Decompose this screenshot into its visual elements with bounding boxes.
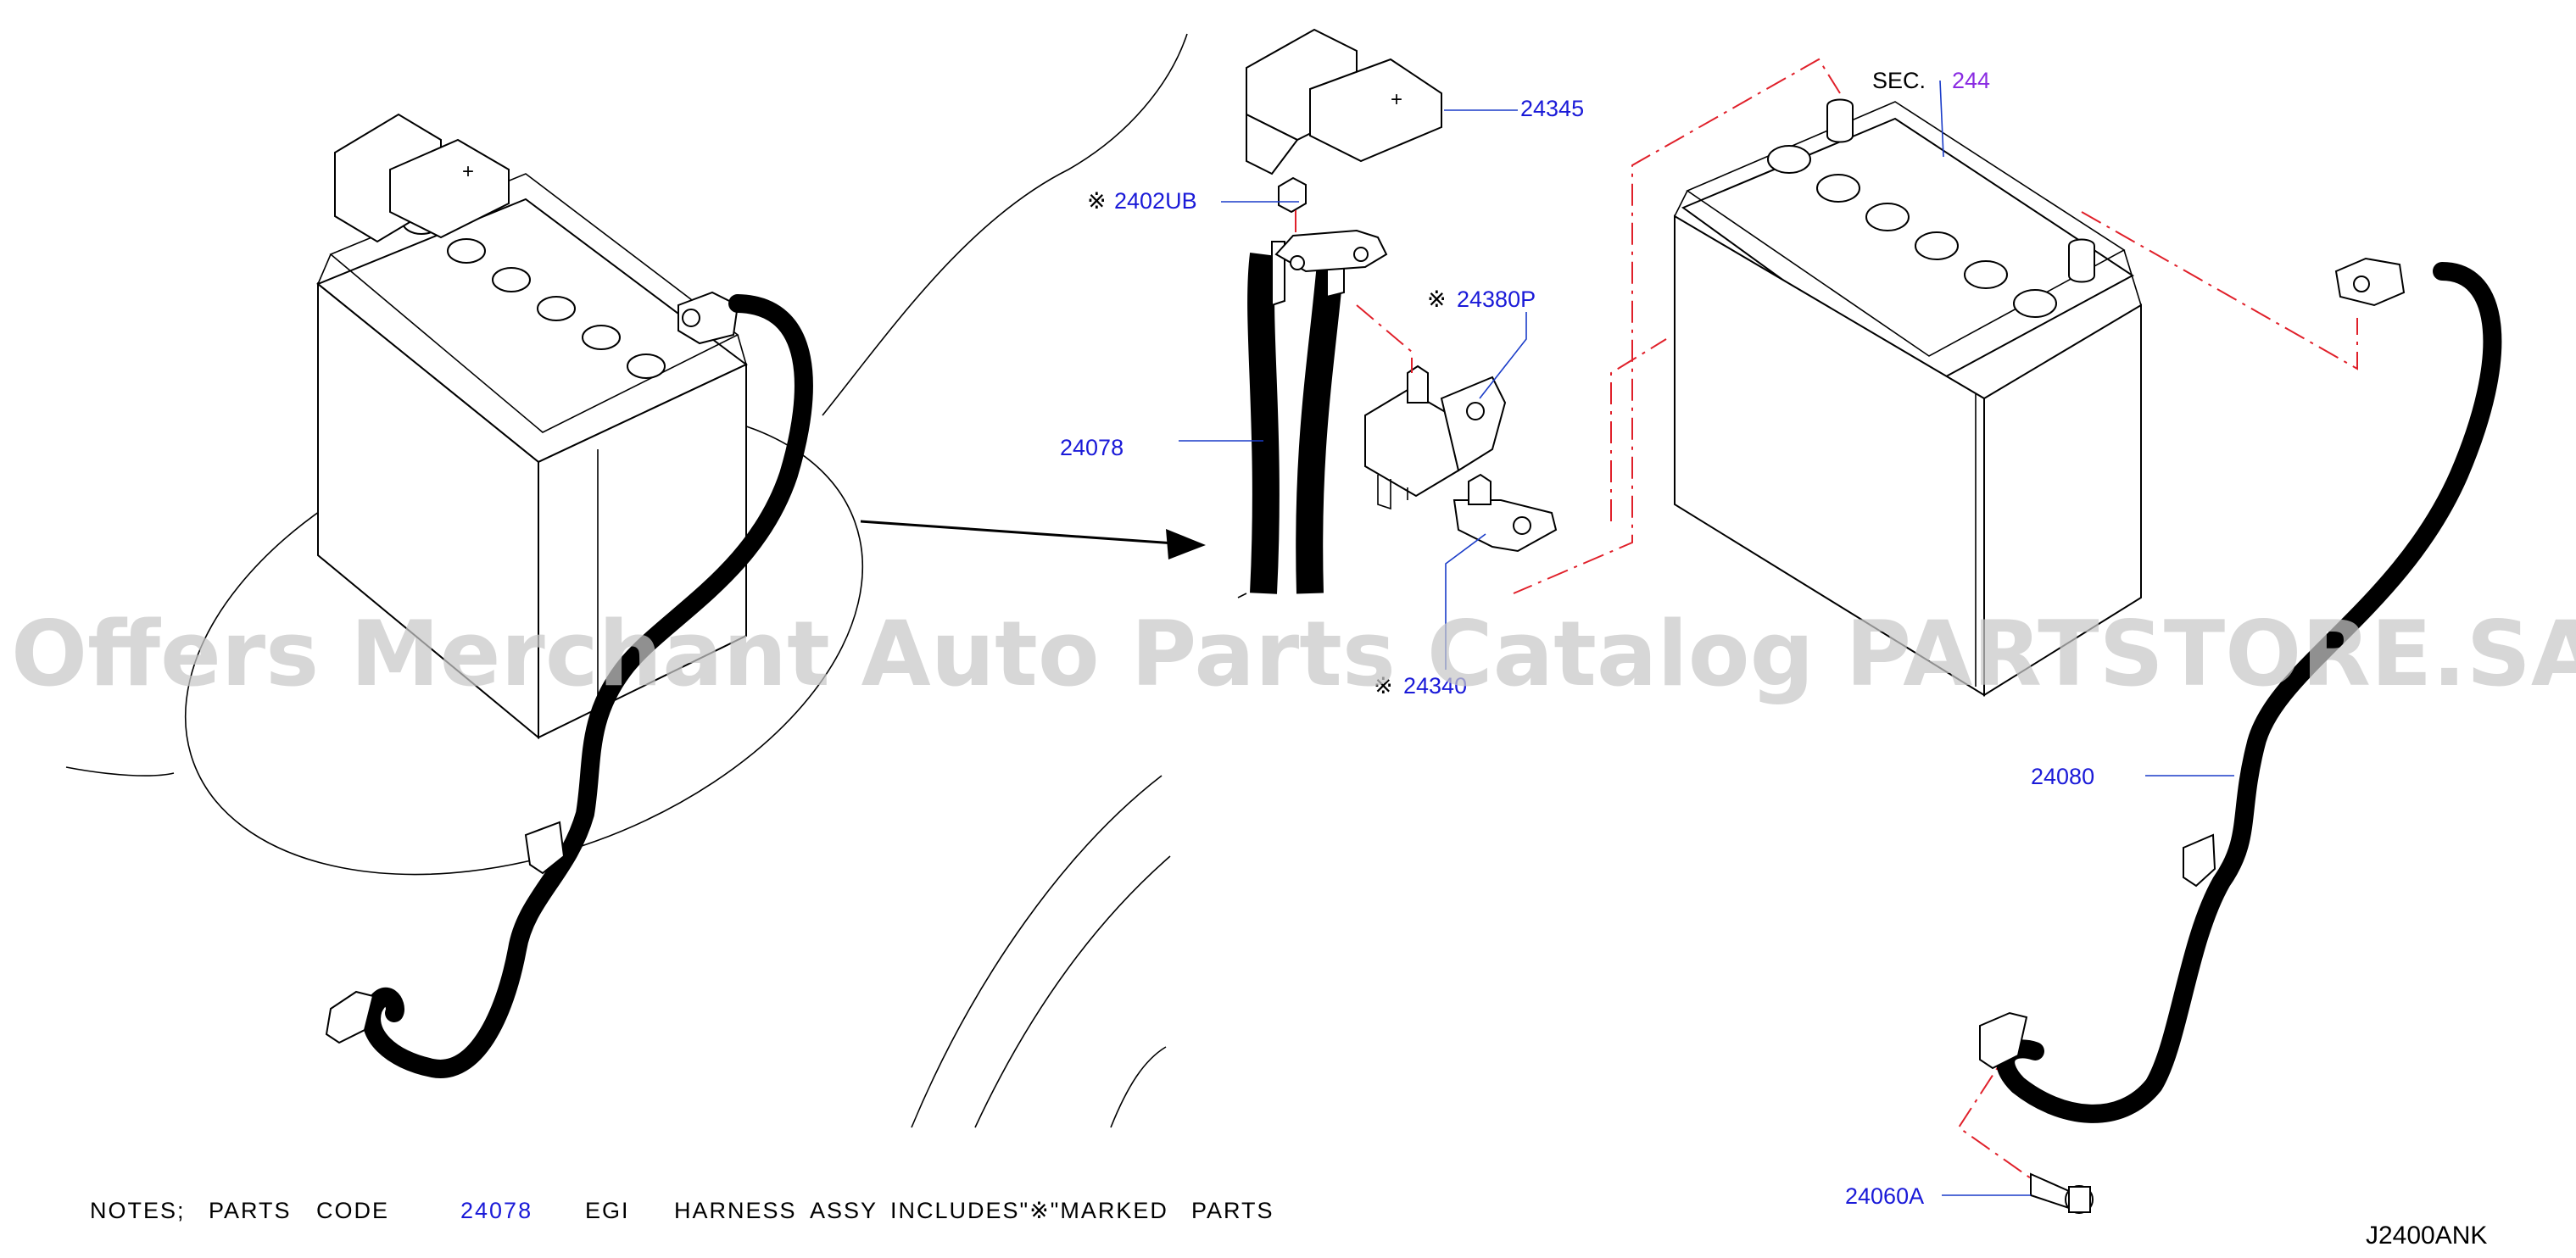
notes-includes: INCLUDES"※"MARKED: [890, 1198, 1168, 1223]
notes-prefix: NOTES;: [90, 1198, 186, 1223]
notes-harness: HARNESS: [674, 1198, 797, 1223]
right-battery-cell-caps: [1767, 145, 2057, 318]
part-labels: 24345 ※ 2402UB ※ 24380P 24078 ※ 24340 SE…: [1060, 68, 2094, 1209]
bolt-part[interactable]: [2030, 1172, 2094, 1214]
diagram-id: J2400ANK: [2366, 1222, 2487, 1250]
section-prefix: SEC.: [1872, 68, 1926, 93]
label-24060a[interactable]: 24060A: [1845, 1183, 1924, 1209]
nut-part[interactable]: [1278, 176, 1307, 214]
right-ground-cable[interactable]: [1996, 262, 2502, 1123]
egi-harness-part[interactable]: [1237, 229, 1388, 598]
terminal-cover-part[interactable]: +: [1246, 28, 1442, 175]
section-link-244[interactable]: 244: [1952, 68, 1990, 93]
notes-assy: ASSY: [810, 1198, 878, 1223]
mark-24340: ※: [1374, 673, 1393, 699]
right-battery-assembly: [1513, 58, 2502, 1214]
fusible-link-part[interactable]: [1364, 365, 1507, 510]
notes-egi: EGI: [585, 1198, 630, 1223]
notes-parts: PARTS: [209, 1198, 292, 1223]
svg-text:+: +: [1391, 88, 1402, 111]
plus-sign: +: [462, 160, 474, 183]
leader-lines: [1179, 80, 2234, 1196]
notes-code-number[interactable]: 24078: [460, 1198, 532, 1223]
notes-code: CODE: [316, 1198, 389, 1223]
label-24340[interactable]: 24340: [1403, 673, 1467, 699]
battery-cell-caps: [402, 209, 666, 379]
watermark-text: Offers Merchant Auto Parts Catalog PARTS…: [11, 602, 2576, 706]
left-battery-assembly: +: [65, 33, 1206, 1128]
label-2402ub[interactable]: 2402UB: [1114, 188, 1197, 214]
center-exploded-parts: +: [1237, 28, 1667, 598]
left-ground-cable[interactable]: [362, 294, 813, 1078]
notes-parts-end: PARTS: [1191, 1198, 1274, 1223]
battery-terminal-part[interactable]: [1452, 473, 1558, 553]
label-24080[interactable]: 24080: [2031, 764, 2094, 789]
mark-24380p: ※: [1427, 287, 1447, 312]
label-24380p[interactable]: 24380P: [1457, 287, 1536, 312]
label-24345[interactable]: 24345: [1520, 96, 1584, 121]
notes-line: NOTES; PARTS CODE 24078 EGI HARNESS ASSY…: [90, 1198, 1274, 1223]
mark-2402ub: ※: [1087, 188, 1107, 214]
label-24078[interactable]: 24078: [1060, 435, 1124, 460]
